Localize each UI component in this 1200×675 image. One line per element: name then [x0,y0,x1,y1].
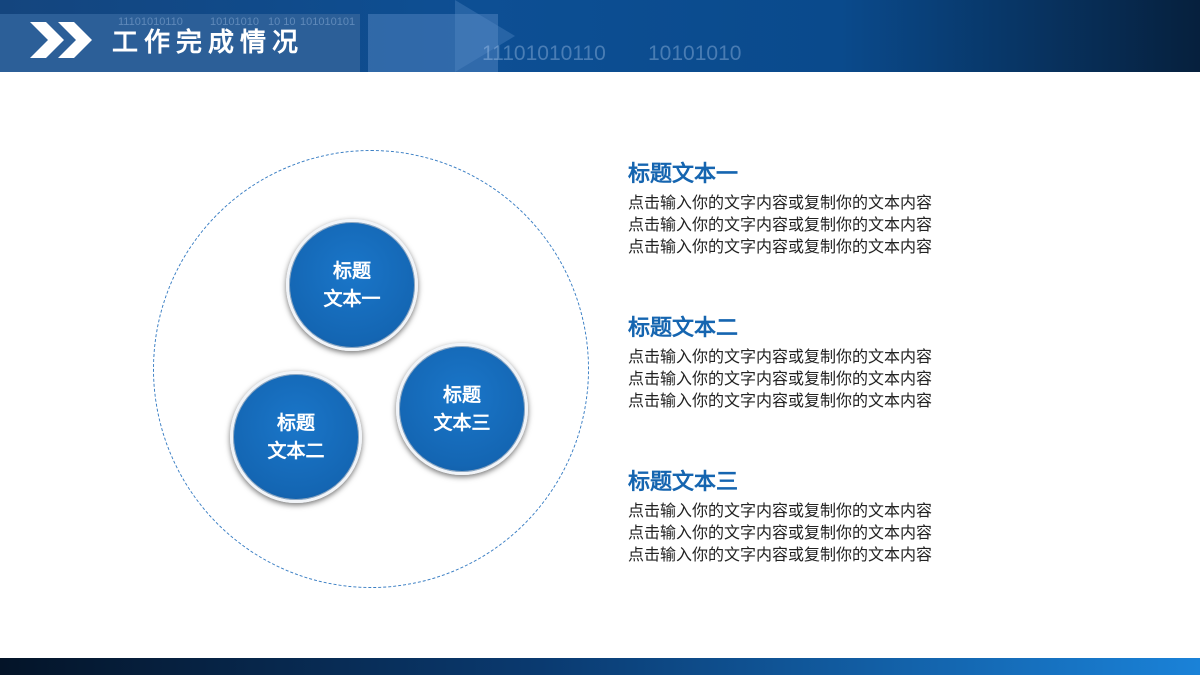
circle-label-line1: 标题 [442,384,481,406]
circle-label-line2: 文本二 [267,440,325,462]
watermark-text: 11101010110 [482,42,606,65]
block-line: 点击输入你的文字内容或复制你的文本内容 [628,501,933,520]
header-arrow-decor [455,0,515,72]
circle-title-3: 标题 文本三 [396,343,528,475]
watermark-text: 10101010 [210,16,259,28]
footer-bar [0,658,1200,675]
header-band-decor [368,14,498,72]
circle-title-1: 标题 文本一 [286,219,418,351]
dashed-ring [153,150,589,588]
watermark-text: 10101010 [648,42,742,65]
text-block-2: 标题文本二 点击输入你的文字内容或复制你的文本内容 点击输入你的文字内容或复制你… [628,312,932,412]
block-line: 点击输入你的文字内容或复制你的文本内容 [628,523,933,542]
block-line: 点击输入你的文字内容或复制你的文本内容 [628,237,933,256]
block-line: 点击输入你的文字内容或复制你的文本内容 [628,545,933,564]
circle-title-2: 标题 文本二 [230,371,362,503]
text-block-1: 标题文本一 点击输入你的文字内容或复制你的文本内容 点击输入你的文字内容或复制你… [628,158,932,258]
block-line: 点击输入你的文字内容或复制你的文本内容 [628,193,933,212]
page-title: 工作完成情况 [112,28,305,58]
circle-label-line1: 标题 [276,412,315,434]
block-line: 点击输入你的文字内容或复制你的文本内容 [628,215,933,234]
watermark-text: 101010101 [300,16,356,28]
watermark-text: 10 10 [268,16,296,28]
block-line: 点击输入你的文字内容或复制你的文本内容 [628,391,933,410]
circle-label-line1: 标题 [332,260,371,282]
block-title: 标题文本一 [628,162,739,187]
text-block-3: 标题文本三 点击输入你的文字内容或复制你的文本内容 点击输入你的文字内容或复制你… [628,466,932,566]
block-line: 点击输入你的文字内容或复制你的文本内容 [628,347,933,366]
block-line: 点击输入你的文字内容或复制你的文本内容 [628,369,933,388]
block-title: 标题文本三 [628,470,739,495]
header-banner: 11101010110 10101010 10 10 101010101 111… [0,0,1200,72]
watermark-text: 11101010110 [118,16,183,28]
block-title: 标题文本二 [628,316,739,341]
circle-label-line2: 文本三 [433,412,491,434]
double-chevron-right-icon [30,22,92,58]
circle-label-line2: 文本一 [323,288,381,310]
